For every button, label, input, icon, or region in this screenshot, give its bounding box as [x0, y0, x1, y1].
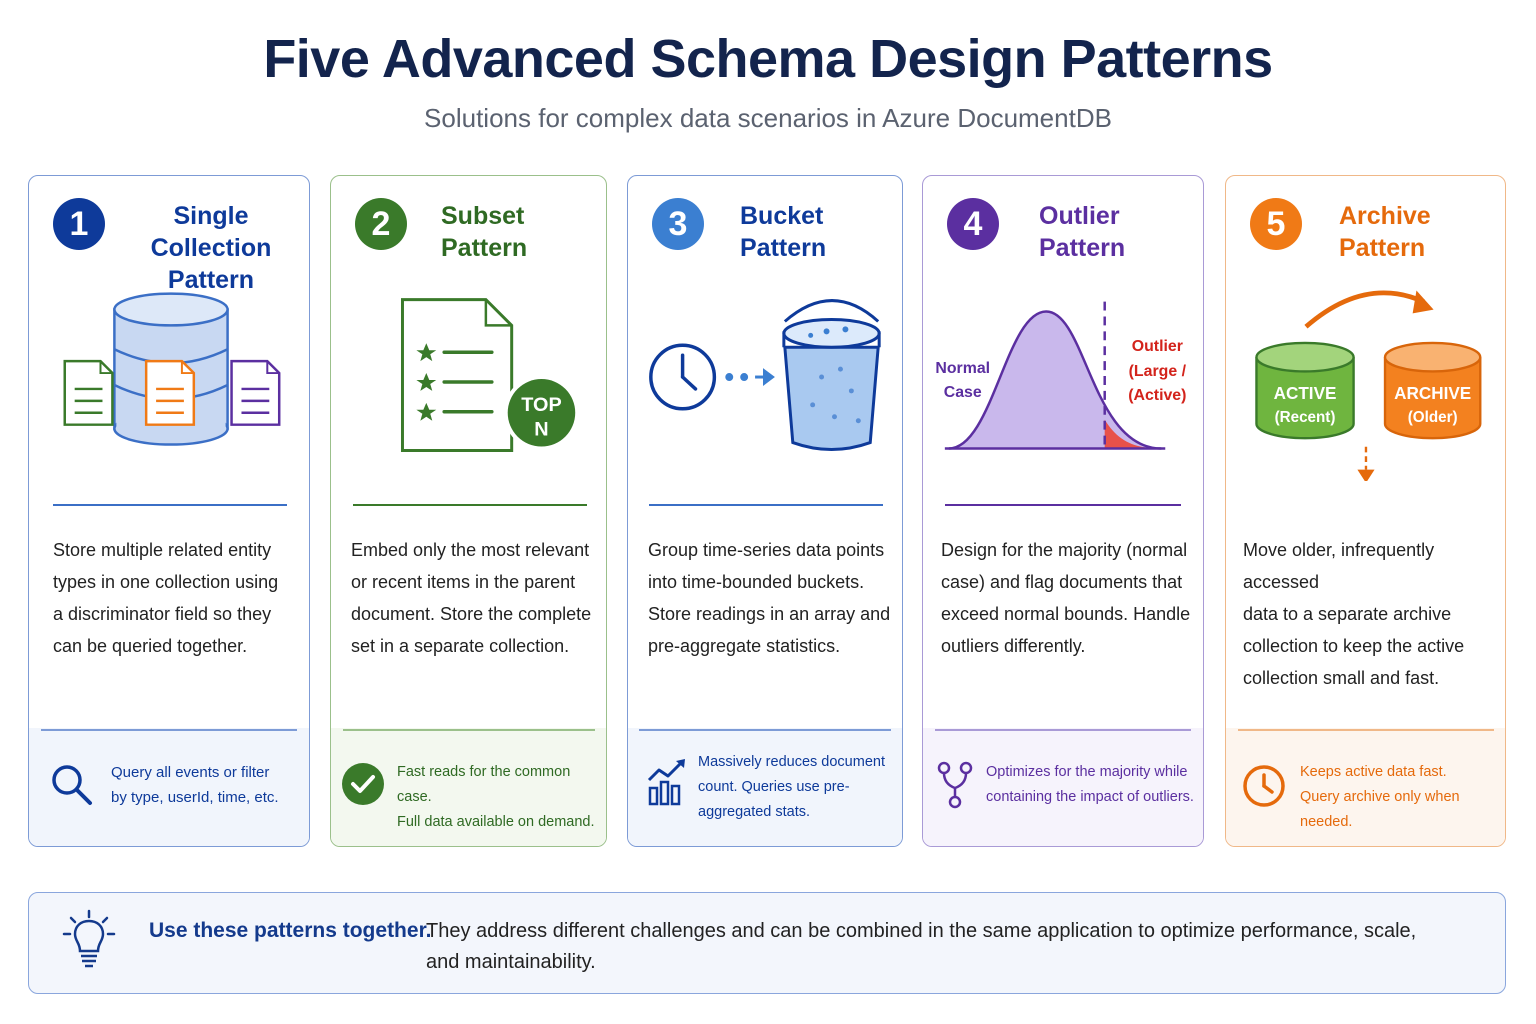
- divider: [649, 504, 883, 506]
- pattern-name: Single Collection Pattern: [150, 202, 272, 294]
- pattern-description: Group time-series data points into time-…: [648, 540, 891, 656]
- footer-note: Massively reduces document count. Querie…: [698, 754, 885, 820]
- footer-note: Optimizes for the majority while contain…: [986, 764, 1194, 805]
- card-footer: [923, 728, 1203, 846]
- outlier-label: Outlier: [1132, 338, 1183, 355]
- step-number-badge: 3: [652, 198, 704, 250]
- normal-case-label: Case: [944, 384, 982, 401]
- footer-note: Keeps active data fast. Query archive on…: [1300, 764, 1460, 830]
- clock-bucket-icon: [649, 299, 881, 451]
- bell-curve-icon: Normal Case Outlier (Large / (Active): [935, 301, 1187, 450]
- checkmark-icon: [342, 763, 384, 805]
- pattern-name: Subset Pattern: [441, 202, 528, 262]
- lightbulb-icon: [62, 909, 116, 968]
- divider: [639, 729, 891, 731]
- database-documents-icon: [63, 292, 281, 446]
- footer-note: Fast reads for the common case. Full dat…: [397, 764, 595, 830]
- archive-move-icon: ACTIVE (Recent) ARCHIVE (Older): [1255, 290, 1482, 481]
- card-footer: [1226, 728, 1505, 846]
- document-top-n-icon: TOP N: [400, 298, 580, 452]
- divider: [935, 729, 1191, 731]
- clock-icon: [1243, 765, 1285, 807]
- archive-label: ARCHIVE: [1394, 383, 1471, 403]
- card-archive-pattern: 5 Archive Pattern ACTIVE (Recent) ARCHIV…: [1225, 175, 1506, 847]
- page-title: Five Advanced Schema Design Patterns: [263, 29, 1273, 89]
- pattern-description: Store multiple related entity types in o…: [53, 540, 279, 656]
- card-footer: [29, 728, 309, 846]
- active-label: (Recent): [1275, 409, 1336, 426]
- step-number-badge: 1: [53, 198, 105, 250]
- top-n-label: TOP: [521, 394, 561, 416]
- search-icon: [52, 765, 92, 805]
- pattern-description: Embed only the most relevant or recent i…: [351, 540, 592, 656]
- archive-label: (Older): [1408, 409, 1458, 426]
- step-number-badge: 5: [1250, 198, 1302, 250]
- normal-case-label: Normal: [935, 360, 990, 377]
- divider: [1238, 729, 1494, 731]
- callout-text: and maintainability.: [426, 951, 596, 973]
- divider: [41, 729, 297, 731]
- top-n-label: N: [534, 419, 548, 441]
- step-number-badge: 2: [355, 198, 407, 250]
- step-number-badge: 4: [947, 198, 999, 250]
- outlier-label: (Large /: [1129, 363, 1187, 380]
- branch-icon: [937, 761, 973, 809]
- summary-callout: Use these patterns together. They addres…: [28, 892, 1506, 994]
- active-label: ACTIVE: [1274, 383, 1337, 403]
- card-outlier-pattern: 4 Outlier Pattern Normal Case Outlier (L…: [922, 175, 1204, 847]
- pattern-name: Outlier Pattern: [1039, 202, 1126, 262]
- callout-lead: Use these patterns together.: [149, 919, 432, 942]
- pattern-name: Archive Pattern: [1339, 202, 1431, 262]
- card-subset-pattern: 2 Subset Pattern TOP N Embed only the mo…: [330, 175, 607, 847]
- pattern-name: Bucket Pattern: [740, 202, 827, 262]
- page-subtitle: Solutions for complex data scenarios in …: [424, 103, 1112, 133]
- bar-chart-icon: [647, 759, 685, 806]
- card-bucket-pattern: 3 Bucket Pattern Group time-series data …: [627, 175, 903, 847]
- outlier-label: (Active): [1128, 387, 1186, 404]
- divider: [53, 504, 287, 506]
- pattern-description: Move older, infrequently accessed data t…: [1243, 540, 1465, 688]
- divider: [945, 504, 1181, 506]
- divider: [353, 504, 587, 506]
- divider: [343, 729, 595, 731]
- footer-note: Query all events or filter by type, user…: [111, 764, 279, 806]
- pattern-description: Design for the majority (normal case) an…: [941, 540, 1191, 656]
- card-single-collection-pattern: 1 Single Collection Pattern Store multip…: [28, 175, 310, 847]
- callout-text: They address different challenges and ca…: [426, 920, 1417, 942]
